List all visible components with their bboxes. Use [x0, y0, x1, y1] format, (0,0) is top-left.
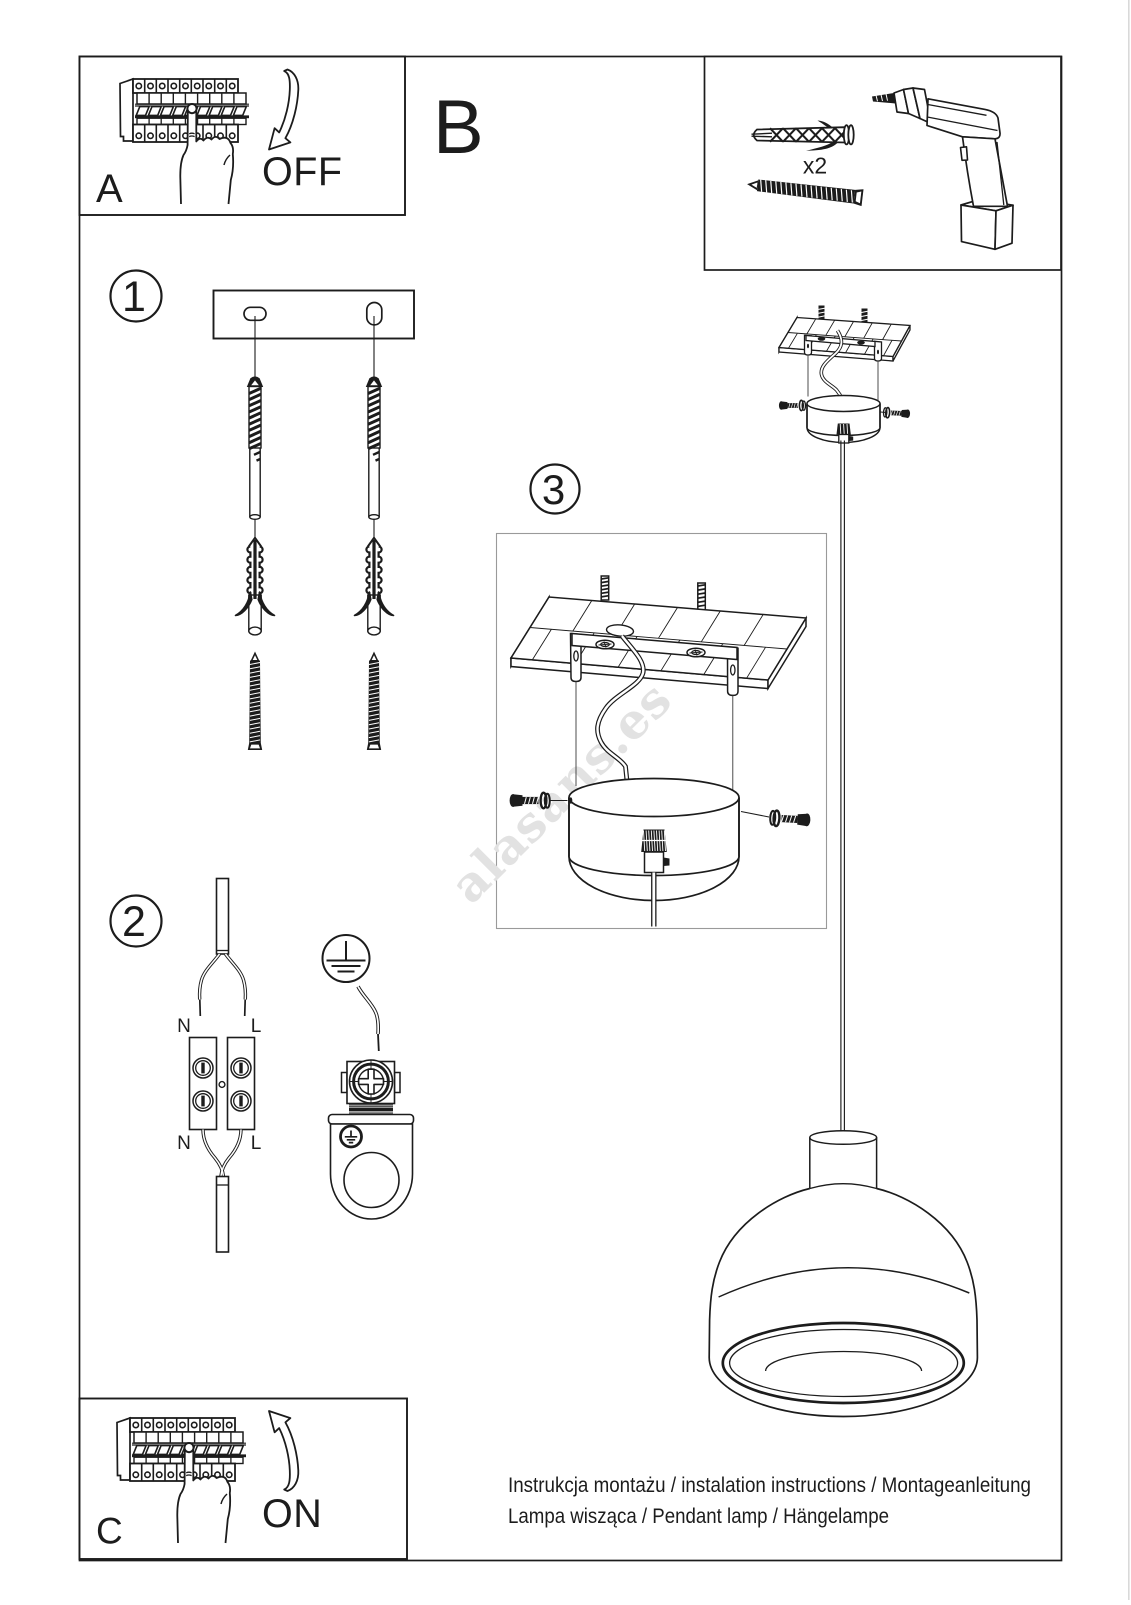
terminal-screw-icon [193, 1091, 213, 1111]
step-1: 1 [111, 271, 415, 751]
wire-n-bottom-label: N [177, 1133, 191, 1154]
mains-cable-icon [200, 879, 246, 1017]
earth-symbol-icon [323, 935, 370, 982]
earth-terminal-icon [329, 1060, 414, 1219]
canopy-screw-right [770, 810, 811, 828]
panel-a-power-off: A OFF [80, 57, 406, 216]
lamp-assembly [709, 306, 977, 1417]
on-label: ON [262, 1492, 322, 1536]
wire-l-bottom-label: L [251, 1133, 262, 1154]
step-3-number: 3 [542, 466, 565, 513]
lamp-screw-left [779, 400, 806, 410]
lamp-screw-right [883, 407, 910, 419]
terminal-block-icon [190, 1038, 255, 1130]
terminal-screw-icon [193, 1058, 213, 1078]
wire-n-top-label: N [177, 1016, 191, 1037]
lamp-cable-icon [203, 1130, 241, 1253]
lamp-shade-icon [709, 1131, 977, 1417]
panel-c-power-on: C ON [80, 1399, 408, 1560]
section-b-label: B [433, 85, 484, 170]
step-2-number: 2 [122, 898, 146, 946]
terminal-screw-icon [231, 1091, 251, 1111]
parts-box: x2 [705, 57, 1062, 271]
drill-bit-plug-screw-left [236, 316, 275, 750]
wire-l-top-label: L [251, 1016, 262, 1037]
step-3: 3 alasans.es [439, 465, 826, 929]
quantity-label: x2 [803, 153, 827, 179]
panel-a-label: A [96, 167, 123, 211]
step-2: 2 N L N L [111, 879, 414, 1253]
drill-bit-plug-screw-right [355, 316, 394, 750]
footer-line-1: Instrukcja montażu / instalation instruc… [508, 1474, 1031, 1497]
footer: Instrukcja montażu / instalation instruc… [508, 1474, 1031, 1528]
footer-line-2: Lampa wisząca / Pendant lamp / Hängelamp… [508, 1505, 889, 1528]
step-1-number: 1 [122, 273, 146, 321]
panel-c-label: C [96, 1511, 123, 1552]
earth-wire-icon [358, 987, 379, 1052]
off-label: OFF [262, 150, 342, 194]
terminal-screw-icon [231, 1058, 251, 1078]
